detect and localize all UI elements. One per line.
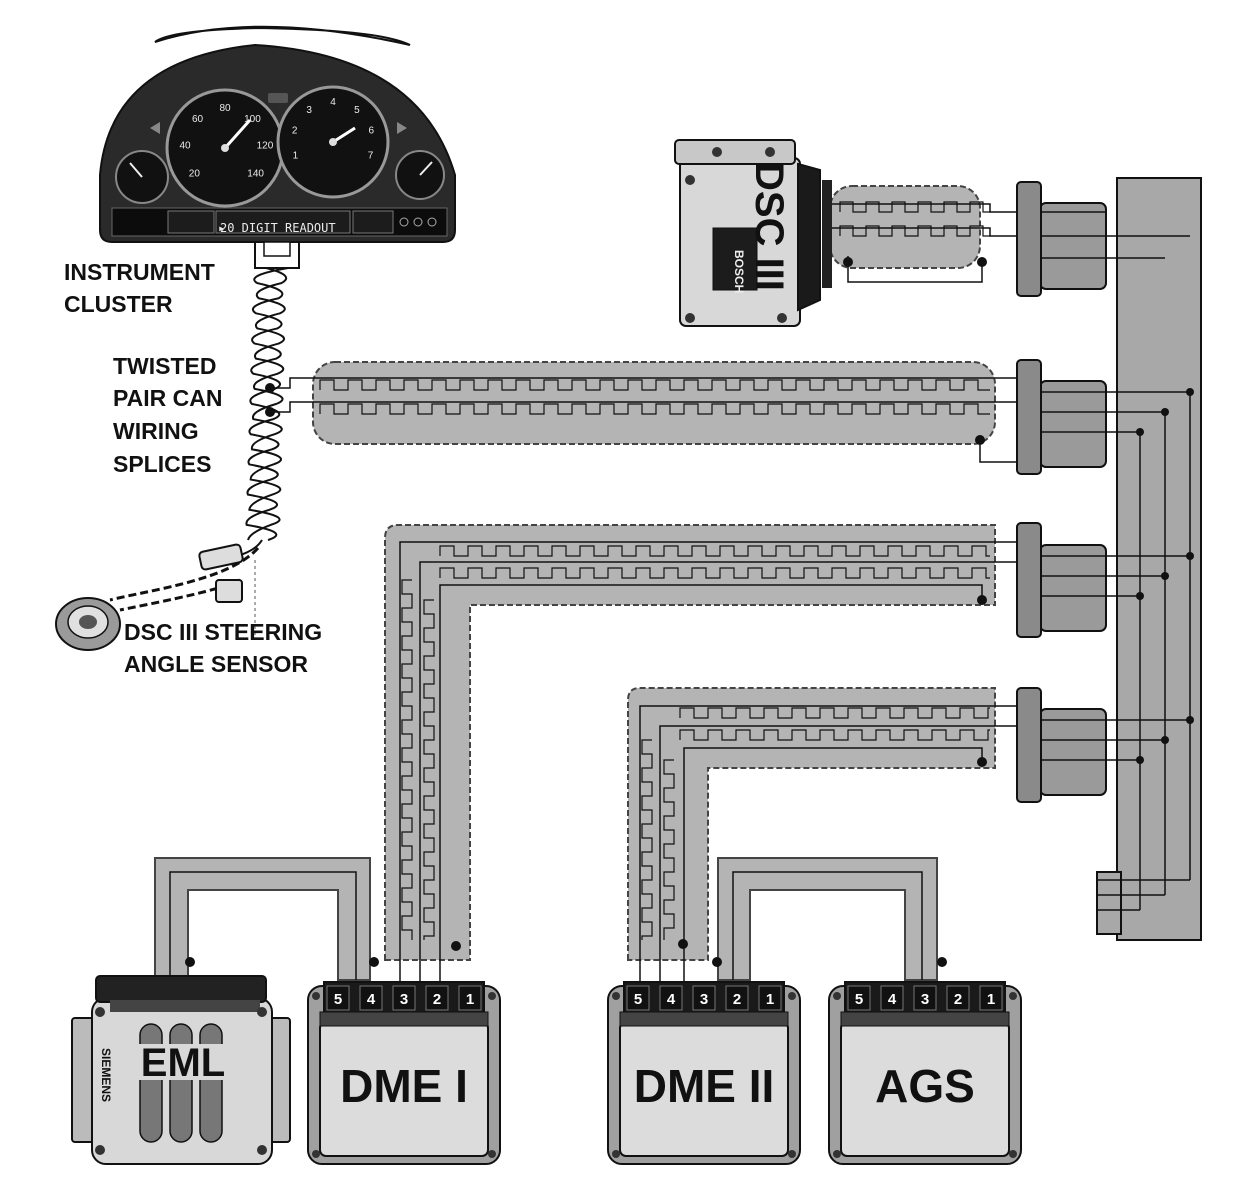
dsc-iii-module: BOSCH DSC III — [674, 139, 832, 327]
eml-label: EML — [141, 1041, 225, 1085]
twisted-pattern — [319, 201, 990, 940]
pin-slot — [725, 985, 749, 1011]
splice-connector-2 — [215, 579, 243, 603]
bus-junction-dots — [1136, 388, 1194, 764]
pin-label: 5 — [634, 991, 642, 1008]
dme2-label: DME II — [634, 1060, 775, 1112]
bus-connector-1 — [1016, 181, 1190, 297]
splice-dot — [265, 383, 275, 393]
steering-sensor-label: DSC III STEERING ANGLE SENSOR — [124, 619, 328, 677]
pin-label: 4 — [888, 991, 897, 1008]
pin-slot — [458, 985, 482, 1011]
pin-slot — [626, 985, 650, 1011]
speedo-tick-label: 40 — [180, 141, 192, 152]
pin-slot — [847, 985, 871, 1011]
harness-dme2-ags — [717, 857, 938, 981]
speedometer: 20 40 60 80 100 120 140 — [165, 88, 285, 208]
pin-label: 3 — [700, 991, 708, 1008]
svg-text:▸: ▸ — [218, 221, 225, 235]
twisted-pair-label: TWISTED PAIR CAN WIRING SPLICES — [113, 353, 229, 477]
speedo-tick-label: 20 — [189, 169, 201, 180]
harness-dme2 — [627, 687, 1017, 982]
pin-slot — [326, 985, 350, 1011]
splice-connector-1 — [198, 543, 244, 571]
pin-label: 1 — [987, 991, 995, 1008]
bus-connector-2 — [1016, 359, 1190, 475]
tacho-tick-label: 2 — [292, 126, 298, 137]
tacho-tick-label: 5 — [354, 105, 360, 116]
speedo-tick-label: 120 — [257, 141, 274, 152]
pin-slot — [359, 985, 383, 1011]
tacho-tick-label: 7 — [368, 151, 374, 162]
pin-slot — [880, 985, 904, 1011]
pin-slot — [425, 985, 449, 1011]
pin-label: 5 — [334, 991, 342, 1008]
speedo-tick-label: 140 — [247, 169, 264, 180]
dsc-label: DSC III — [747, 162, 791, 291]
harness-cluster — [270, 361, 1017, 463]
tachometer: 1 23 4 56 7 — [276, 85, 390, 199]
pin-label: 4 — [367, 991, 376, 1008]
pin-slot — [758, 985, 782, 1011]
pin-slot — [913, 985, 937, 1011]
pin-label: 5 — [855, 991, 863, 1008]
pin-label: 3 — [400, 991, 408, 1008]
bus-connector-3 — [1016, 522, 1190, 638]
speedo-tick-label: 60 — [192, 114, 204, 125]
instrument-cluster-label: INSTRUMENT CLUSTER — [64, 259, 221, 317]
steering-angle-sensor — [55, 597, 121, 651]
ags-label: AGS — [875, 1060, 975, 1112]
tacho-tick-label: 6 — [369, 126, 375, 137]
eml-brand: SIEMENS — [99, 1048, 113, 1102]
tacho-tick-label: 4 — [330, 97, 336, 108]
pin-label: 2 — [733, 991, 741, 1008]
pin-label: 1 — [466, 991, 474, 1008]
harness-eml-dme1 — [154, 857, 371, 981]
twisted-pair-wire — [109, 267, 289, 640]
pin-slot — [979, 985, 1003, 1011]
pin-label: 2 — [954, 991, 962, 1008]
dme1-label: DME I — [340, 1060, 468, 1112]
dsc-brand: BOSCH — [732, 250, 746, 293]
pin-label: 1 — [766, 991, 774, 1008]
tacho-tick-label: 1 — [293, 151, 299, 162]
pin-slot — [392, 985, 416, 1011]
pin-label: 3 — [921, 991, 929, 1008]
speedo-tick-label: 100 — [244, 114, 261, 125]
harness-dsc — [829, 185, 1017, 283]
eml-module: EML SIEMENS — [71, 975, 291, 1165]
cluster-readout-text: 20 DIGIT READOUT — [220, 221, 336, 235]
pin-label: 4 — [667, 991, 676, 1008]
can-bus-bar — [1096, 177, 1202, 941]
pin-slot — [692, 985, 716, 1011]
splice-dot — [265, 407, 275, 417]
instrument-cluster: 20 40 60 80 100 120 140 1 23 4 56 7 20 DIGIT READO… — [99, 25, 456, 269]
pin-slot — [946, 985, 970, 1011]
pin-label: 2 — [433, 991, 441, 1008]
bus-connector-4 — [1016, 687, 1190, 803]
pin-slot — [659, 985, 683, 1011]
tacho-tick-label: 3 — [306, 105, 312, 116]
harness-end-dots — [185, 257, 987, 967]
speedo-tick-label: 80 — [219, 103, 231, 114]
